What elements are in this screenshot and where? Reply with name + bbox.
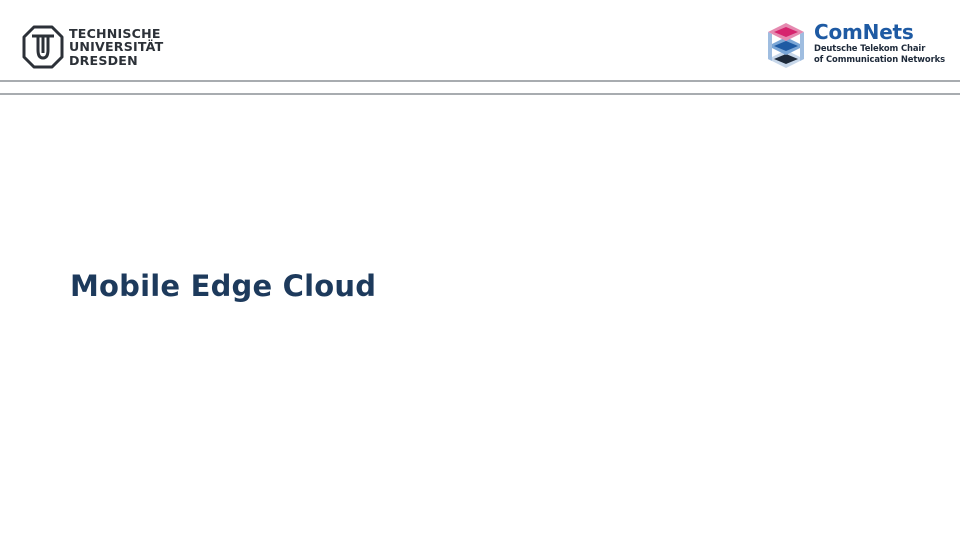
tu-dresden-wordmark: TECHNISCHE UNIVERSITÄT DRESDEN [69,27,163,68]
header-divider-top [0,80,960,82]
slide-header: TECHNISCHE UNIVERSITÄT DRESDEN [0,0,960,96]
comnets-subtitle-line-1: Deutsche Telekom Chair [814,43,926,53]
header-divider-bottom [0,93,960,95]
comnets-logo: ComNets Deutsche Telekom Chair of Commun… [766,20,945,68]
slide-title: Mobile Edge Cloud [70,269,377,303]
comnets-name: ComNets [814,20,914,44]
tu-dresden-line-1: TECHNISCHE [69,25,161,41]
tu-dresden-logo: TECHNISCHE UNIVERSITÄT DRESDEN [22,24,163,70]
tu-dresden-line-3: DRESDEN [69,52,138,68]
comnets-wordmark: ComNets Deutsche Telekom Chair of Commun… [814,20,945,65]
comnets-cube-icon [768,23,804,68]
tu-dresden-line-2: UNIVERSITÄT [69,39,164,55]
comnets-subtitle-line-2: of Communication Networks [814,54,945,64]
tu-dresden-emblem-icon [22,25,64,69]
